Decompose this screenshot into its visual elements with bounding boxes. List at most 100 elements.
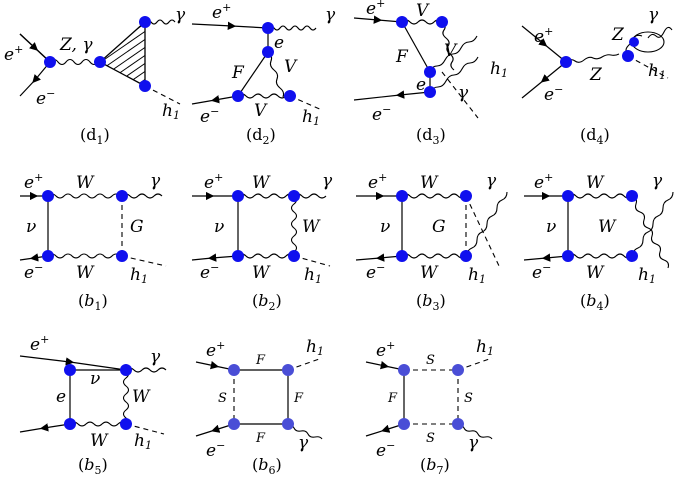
particle-label: W: [252, 263, 271, 283]
fermion-line: [195, 423, 235, 437]
vertex-dot: [139, 80, 151, 92]
particle-label: γ: [322, 171, 333, 191]
vertex-dot: [396, 16, 408, 28]
particle-label: e: [416, 75, 426, 95]
scalar-line: [121, 255, 167, 267]
scalar-line: [289, 95, 323, 111]
vertex-dot: [64, 418, 76, 430]
boson-line: [401, 253, 467, 259]
diagram-caption: (b3): [416, 291, 446, 313]
particle-label: e: [274, 33, 284, 53]
particle-label: e−: [366, 261, 385, 283]
particle-label: G: [130, 217, 144, 237]
particle-label: γ: [150, 171, 161, 191]
particle-label: e+: [534, 171, 553, 193]
vertex-dot: [232, 250, 244, 262]
diagram-d1: e+ e− Z, γ γ h1 (d1): [4, 5, 186, 147]
diagram-b5: e+ ν γ e W W h1 (b5): [19, 333, 167, 477]
scalar-line: [457, 357, 493, 371]
vertex-dot: [396, 250, 408, 262]
fermion-line: [523, 253, 569, 262]
particle-label: e−: [200, 261, 219, 283]
particle-label: e+: [212, 1, 231, 23]
vertex-dot: [460, 190, 472, 202]
fermion-line: [19, 61, 51, 97]
diagram-caption: (b2): [252, 291, 282, 313]
diagram-caption: (b6): [252, 455, 282, 477]
particle-label: h1: [648, 61, 666, 82]
boson-line: [631, 195, 670, 269]
particle-label: h1: [134, 431, 152, 452]
boson-line: [287, 423, 323, 440]
diagram-d2: e+ γ e F V V e− h1 (d2): [191, 1, 336, 147]
vertex-dot: [282, 364, 294, 376]
particle-label: F: [293, 391, 304, 406]
vertex-dot: [282, 418, 294, 430]
diagram-b7: e+ S h1 F S S e− γ (b7): [365, 337, 494, 477]
particle-label: W: [90, 431, 109, 451]
particle-label: W: [420, 263, 439, 283]
boson-line: [401, 193, 467, 199]
diagram-d4: e+ e− Z Z γ h1 (d4): [521, 5, 673, 147]
boson-line: [631, 191, 674, 257]
vertex-dot: [562, 250, 574, 262]
vertex-dot: [396, 190, 408, 202]
particle-label: h1: [304, 265, 322, 286]
particle-label: γ: [468, 433, 479, 453]
vertex-dot: [284, 90, 296, 102]
vertex-dot: [560, 56, 572, 68]
particle-label: V: [444, 41, 458, 61]
scalar-line: [125, 423, 165, 435]
particle-label: W: [586, 173, 605, 193]
boson-line: [290, 195, 298, 253]
vertex-dot: [288, 250, 300, 262]
fermion-line: [191, 21, 269, 30]
particle-label: e+: [534, 25, 553, 47]
particle-label: F: [255, 431, 266, 446]
vertex-dot: [626, 250, 638, 262]
particle-label: F: [395, 47, 409, 67]
vertex-dot: [262, 46, 274, 58]
boson-line: [237, 93, 287, 99]
vertex-dot: [424, 86, 436, 98]
particle-label: e−: [376, 439, 395, 461]
boson-line: [401, 19, 443, 25]
diagram-caption: (d3): [416, 125, 446, 147]
particle-label: Z: [611, 25, 625, 45]
particle-label: e−: [36, 87, 55, 109]
particle-label: h1: [302, 107, 320, 128]
diagram-caption: (b5): [78, 455, 108, 477]
boson-line: [237, 193, 295, 199]
vertex-dot: [116, 250, 128, 262]
particle-label: e−: [544, 83, 563, 105]
particle-label: W: [598, 217, 617, 237]
d1-propagator: [49, 58, 99, 66]
scalar-line: [627, 55, 669, 79]
particle-label: γ: [175, 5, 186, 25]
vertex-dot: [120, 418, 132, 430]
boson-line: [121, 193, 163, 199]
diagram-d3: e+ V F V e γ h1 e− (d3): [353, 0, 508, 147]
boson-line: [567, 253, 633, 259]
diagram-b1: e+ W γ ν G W e− h1 (b1): [19, 171, 167, 313]
particle-label: h1: [468, 265, 486, 286]
scalar-line: [144, 85, 181, 105]
vertex-dot: [232, 90, 244, 102]
vertex-dot: [232, 190, 244, 202]
boson-line: [122, 369, 130, 425]
particle-label: γ: [486, 171, 497, 191]
diagram-b3: e+ W γ ν G W e− h1 (b3): [355, 171, 508, 313]
particle-label: e−: [372, 103, 391, 125]
vertex-dot: [460, 250, 472, 262]
fermion-line: [365, 361, 405, 371]
boson-line: [565, 53, 620, 63]
vertex-dot: [626, 190, 638, 202]
vertex-dot: [436, 16, 448, 28]
fermion-line: [19, 355, 127, 371]
boson-line: [47, 193, 121, 199]
particle-label: h1: [306, 337, 324, 358]
scalar-line: [441, 71, 479, 119]
particle-label: W: [76, 263, 95, 283]
particle-label: h1: [476, 337, 494, 358]
